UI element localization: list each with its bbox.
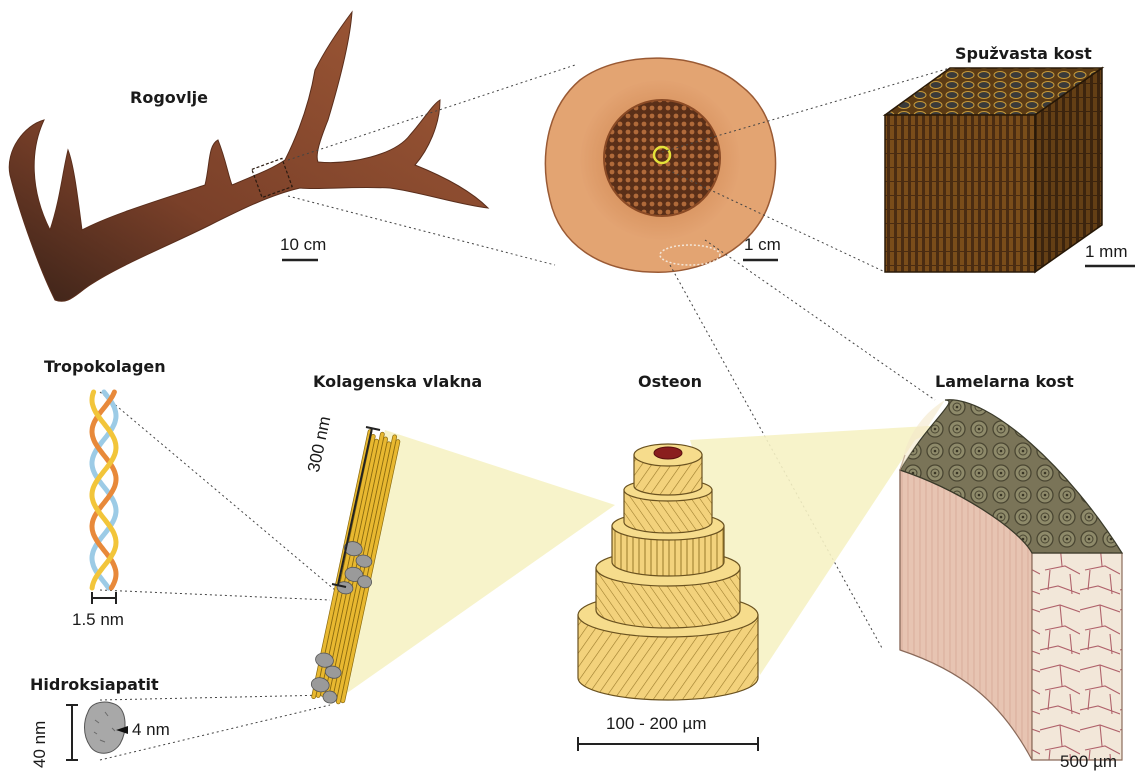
scale-text-antler: 10 cm — [280, 235, 326, 255]
tropocollagen-helix — [92, 392, 116, 588]
antler-illustration — [9, 12, 488, 301]
antler-cross-section — [545, 58, 775, 272]
hydroxyapatite-scale-bar — [66, 705, 78, 760]
label-rogovlje: Rogovlje — [130, 88, 208, 107]
label-lamelarna-kost: Lamelarna kost — [935, 372, 1074, 391]
label-tropokolagen: Tropokolagen — [44, 357, 166, 376]
lamellar-bone-block — [900, 400, 1122, 760]
scale-text-spongy: 1 mm — [1085, 242, 1128, 262]
label-hidroksiapatit: Hidroksiapatit — [30, 675, 159, 694]
scale-text-tropocollagen: 1.5 nm — [72, 610, 124, 630]
osteon-scale-bar — [578, 737, 758, 751]
spongy-bone-cube — [885, 68, 1102, 272]
hydroxyapatite-crystal — [85, 702, 129, 753]
scale-text-osteon: 100 - 200 µm — [606, 714, 707, 734]
scale-text-lamellar: 500 µm — [1060, 752, 1117, 772]
label-osteon: Osteon — [638, 372, 702, 391]
scale-text-cross-section: 1 cm — [744, 235, 781, 255]
scale-text-hydroxyapatite-width: 4 nm — [132, 720, 170, 740]
tropocollagen-scale-bar — [92, 592, 116, 604]
label-spuzvasta-kost: Spužvasta kost — [955, 44, 1092, 63]
scale-text-hydroxyapatite-height: 40 nm — [30, 721, 50, 768]
label-kolagenska-vlakna: Kolagenska vlakna — [313, 372, 482, 391]
